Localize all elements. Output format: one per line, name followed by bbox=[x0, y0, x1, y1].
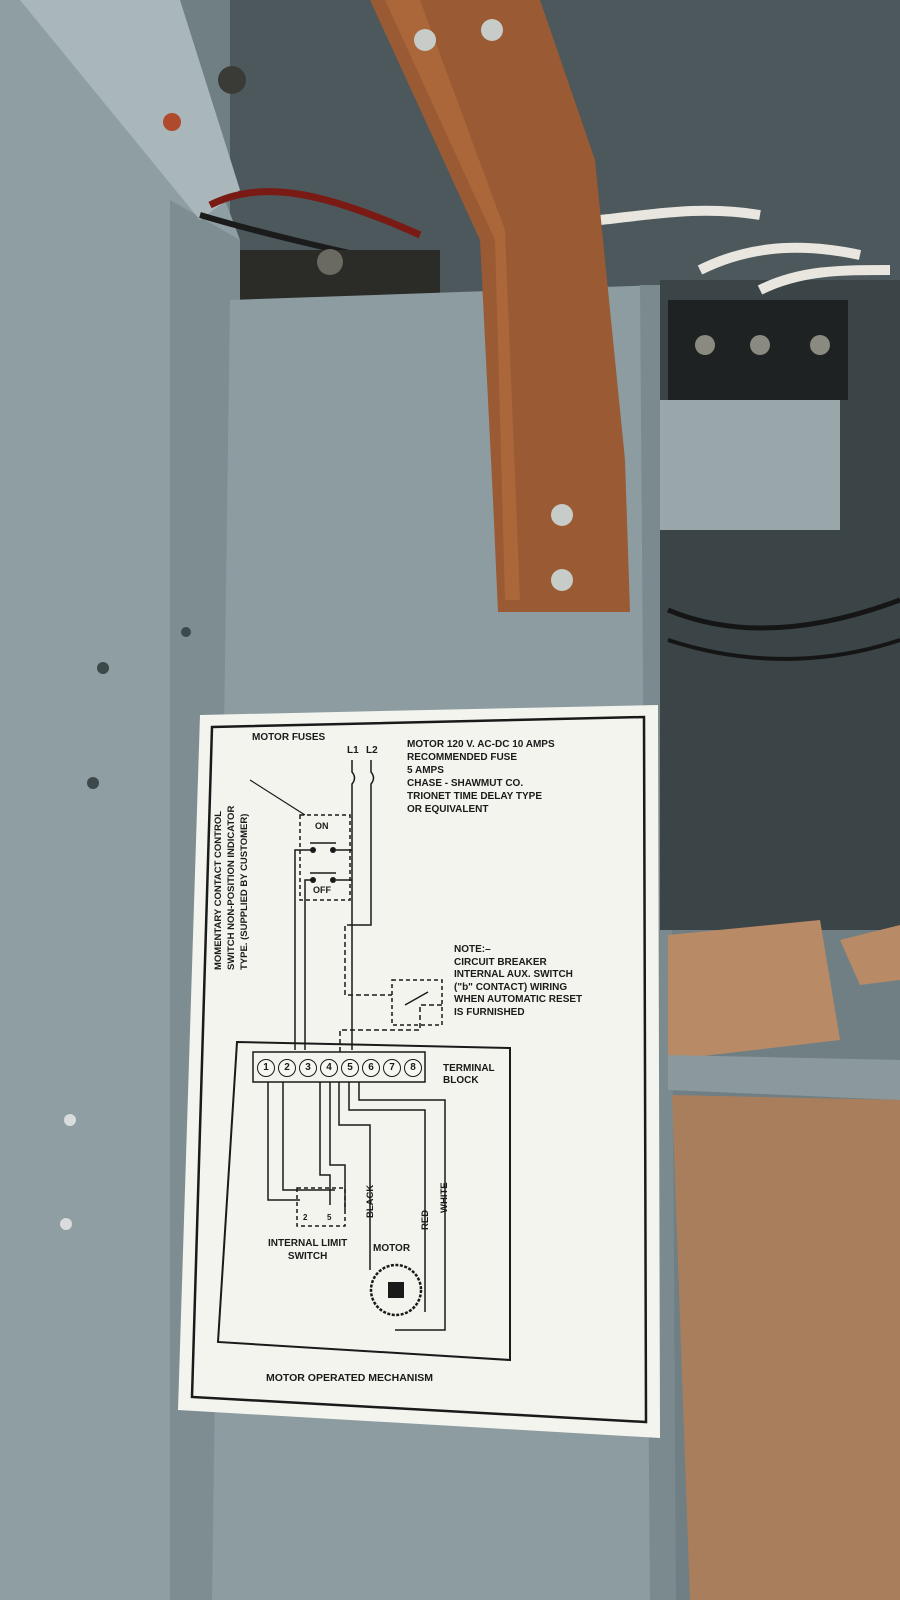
white-wire bbox=[697, 242, 862, 275]
terminal-block-label: TERMINAL BLOCK bbox=[443, 1063, 495, 1086]
terminal-2: 2 bbox=[278, 1059, 296, 1077]
terminal-5: 5 bbox=[341, 1059, 359, 1077]
red-wire-label: RED bbox=[420, 1209, 431, 1230]
motor-wire-red bbox=[348, 1082, 426, 1312]
switch-wire bbox=[336, 849, 352, 881]
bracket-bolt bbox=[163, 113, 181, 131]
upper-left-bracket bbox=[20, 0, 240, 220]
cardboard-scrap bbox=[840, 925, 900, 985]
switch-contact bbox=[330, 847, 336, 853]
motor-symbol bbox=[369, 1263, 423, 1317]
black-wire-label: BLACK bbox=[365, 1184, 376, 1218]
busbar-bolt bbox=[551, 504, 573, 526]
switch-pointer bbox=[249, 779, 306, 816]
busbar-bolt bbox=[414, 29, 436, 51]
note-text: NOTE:– CIRCUIT BREAKER INTERNAL AUX. SWI… bbox=[454, 944, 583, 1018]
fuse-symbol-l2 bbox=[370, 760, 375, 792]
busbar-bolt bbox=[551, 569, 573, 591]
white-wire-label: WHITE bbox=[439, 1182, 450, 1213]
aux-switch-box bbox=[391, 979, 443, 1026]
limit-switch-box bbox=[296, 1187, 346, 1227]
terminal-7: 7 bbox=[383, 1059, 401, 1077]
on-label: ON bbox=[315, 821, 329, 831]
bracket-nut bbox=[218, 66, 246, 94]
mechanism-label: MOTOR OPERATED MECHANISM bbox=[266, 1372, 434, 1384]
aux-dashed-wire bbox=[339, 924, 442, 1055]
motor-armature bbox=[388, 1282, 404, 1298]
cardboard-floor bbox=[672, 1095, 900, 1600]
black-cable bbox=[667, 597, 900, 631]
switch-wire-down bbox=[294, 849, 313, 1050]
terminal-screw bbox=[810, 335, 830, 355]
terminal-8: 8 bbox=[404, 1059, 422, 1077]
white-wire bbox=[757, 265, 891, 295]
terminal-6: 6 bbox=[362, 1059, 380, 1077]
fuse-symbol-l1 bbox=[351, 760, 356, 792]
busbar-bolt bbox=[481, 19, 503, 41]
wall-hole bbox=[181, 627, 191, 637]
terminal-3: 3 bbox=[299, 1059, 317, 1077]
wall-hole bbox=[60, 1218, 72, 1230]
aux-contact bbox=[404, 991, 429, 1006]
terminal-1: 1 bbox=[257, 1059, 275, 1077]
busbar-highlight bbox=[385, 0, 520, 600]
terminal-row: 1 2 3 4 5 6 7 8 bbox=[255, 1058, 425, 1078]
motor-fuses-label: MOTOR FUSES bbox=[252, 732, 326, 743]
motor-wire-black bbox=[338, 1082, 371, 1270]
wall-hole bbox=[97, 662, 109, 674]
motor-label: MOTOR bbox=[373, 1243, 411, 1254]
black-cable bbox=[667, 638, 900, 661]
terminal-screw bbox=[695, 335, 715, 355]
limit-switch-label: INTERNAL LIMIT SWITCH bbox=[268, 1238, 348, 1262]
off-label: OFF bbox=[313, 885, 331, 895]
fuse-spec-text: MOTOR 120 V. AC-DC 10 AMPS RECOMMENDED F… bbox=[407, 739, 555, 815]
wiring-label-border bbox=[190, 715, 648, 1424]
right-panel bbox=[660, 400, 840, 530]
limit-contact-5: 5 bbox=[327, 1213, 332, 1222]
rail-nut bbox=[317, 249, 343, 275]
red-wire bbox=[208, 188, 422, 239]
mechanism-outline bbox=[216, 1040, 511, 1362]
control-switch-note: MOMENTARY CONTACT CONTROL SWITCH NON-POS… bbox=[213, 805, 250, 970]
terminal-4: 4 bbox=[320, 1059, 338, 1077]
switch-contact bbox=[330, 877, 336, 883]
limit-contact-2: 2 bbox=[303, 1213, 308, 1222]
motor-wire-white bbox=[358, 1082, 446, 1331]
wire-l2 bbox=[352, 792, 372, 926]
terminal-screw bbox=[750, 335, 770, 355]
top-rail bbox=[240, 250, 440, 300]
l1-label: L1 bbox=[347, 745, 359, 756]
wall-hole bbox=[64, 1114, 76, 1126]
switch-dashed-box bbox=[299, 814, 351, 901]
l2-label: L2 bbox=[366, 745, 378, 756]
limit-wires bbox=[267, 1082, 346, 1210]
grey-ledge bbox=[668, 1055, 900, 1100]
wall-hole bbox=[87, 777, 99, 789]
cardboard-piece bbox=[668, 920, 840, 1060]
white-wire bbox=[599, 205, 761, 225]
